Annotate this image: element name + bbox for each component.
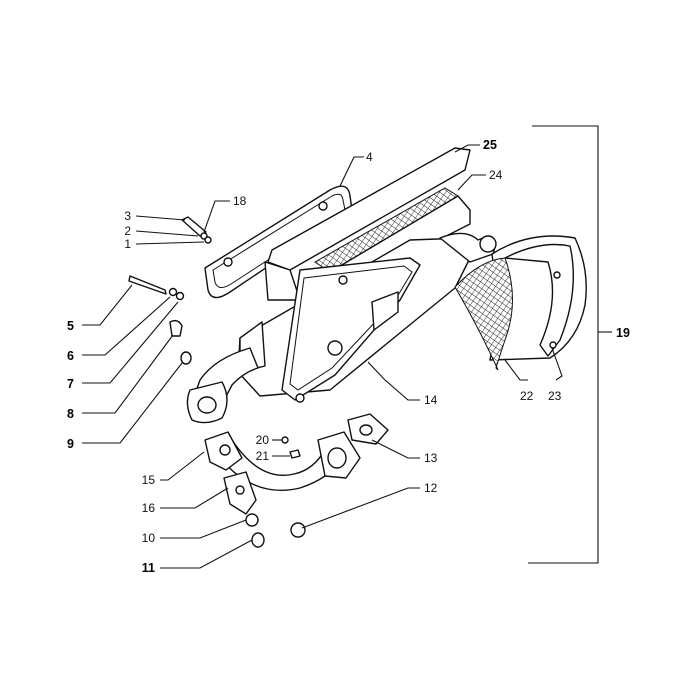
screw-part-3	[181, 216, 207, 237]
mesh-screen-part-22	[454, 257, 513, 371]
washer-part-6	[168, 287, 178, 297]
label-3: 3	[124, 209, 131, 223]
end-cap-part-23	[489, 235, 587, 361]
label-4: 4	[366, 150, 373, 164]
label-22: 22	[520, 389, 534, 403]
heat-shield-top-part-25	[264, 147, 471, 301]
label-2: 2	[124, 224, 131, 238]
label-23: 23	[548, 389, 562, 403]
label-15: 15	[142, 473, 156, 487]
label-11: 11	[142, 561, 155, 575]
label-19: 19	[616, 326, 630, 340]
label-10: 10	[142, 531, 156, 545]
label-21: 21	[256, 449, 270, 463]
leader-lines	[82, 144, 563, 569]
nut-part-12	[290, 522, 306, 538]
bolt-part-21	[289, 449, 301, 459]
label-18: 18	[233, 194, 247, 208]
label-8: 8	[67, 407, 74, 421]
label-9: 9	[67, 437, 74, 451]
label-1: 1	[124, 237, 131, 251]
callout-labels: 3 2 1 18 4 25 24 5 6 7 8 9 15 16 10 11 2…	[67, 138, 630, 575]
assembly-bracket-19	[528, 125, 612, 564]
muffler-body-part-14	[237, 232, 497, 403]
label-20: 20	[256, 433, 270, 447]
washer-part-1	[204, 236, 212, 244]
label-5: 5	[67, 319, 74, 333]
label-25: 25	[483, 138, 497, 152]
washer-part-10	[245, 513, 259, 527]
label-14: 14	[424, 393, 438, 407]
label-7: 7	[67, 377, 74, 391]
label-13: 13	[424, 451, 438, 465]
grommet-part-8	[169, 319, 183, 337]
washer-part-20	[281, 436, 289, 444]
bolt-part-5	[128, 275, 167, 295]
washer-part-7	[175, 291, 185, 301]
label-12: 12	[424, 481, 438, 495]
fasteners-group	[128, 216, 306, 548]
bracket-part-16	[223, 471, 257, 515]
nut-part-11	[251, 532, 265, 548]
label-6: 6	[67, 349, 74, 363]
label-16: 16	[142, 501, 156, 515]
label-24: 24	[489, 168, 503, 182]
spacer-part-9	[180, 351, 192, 365]
